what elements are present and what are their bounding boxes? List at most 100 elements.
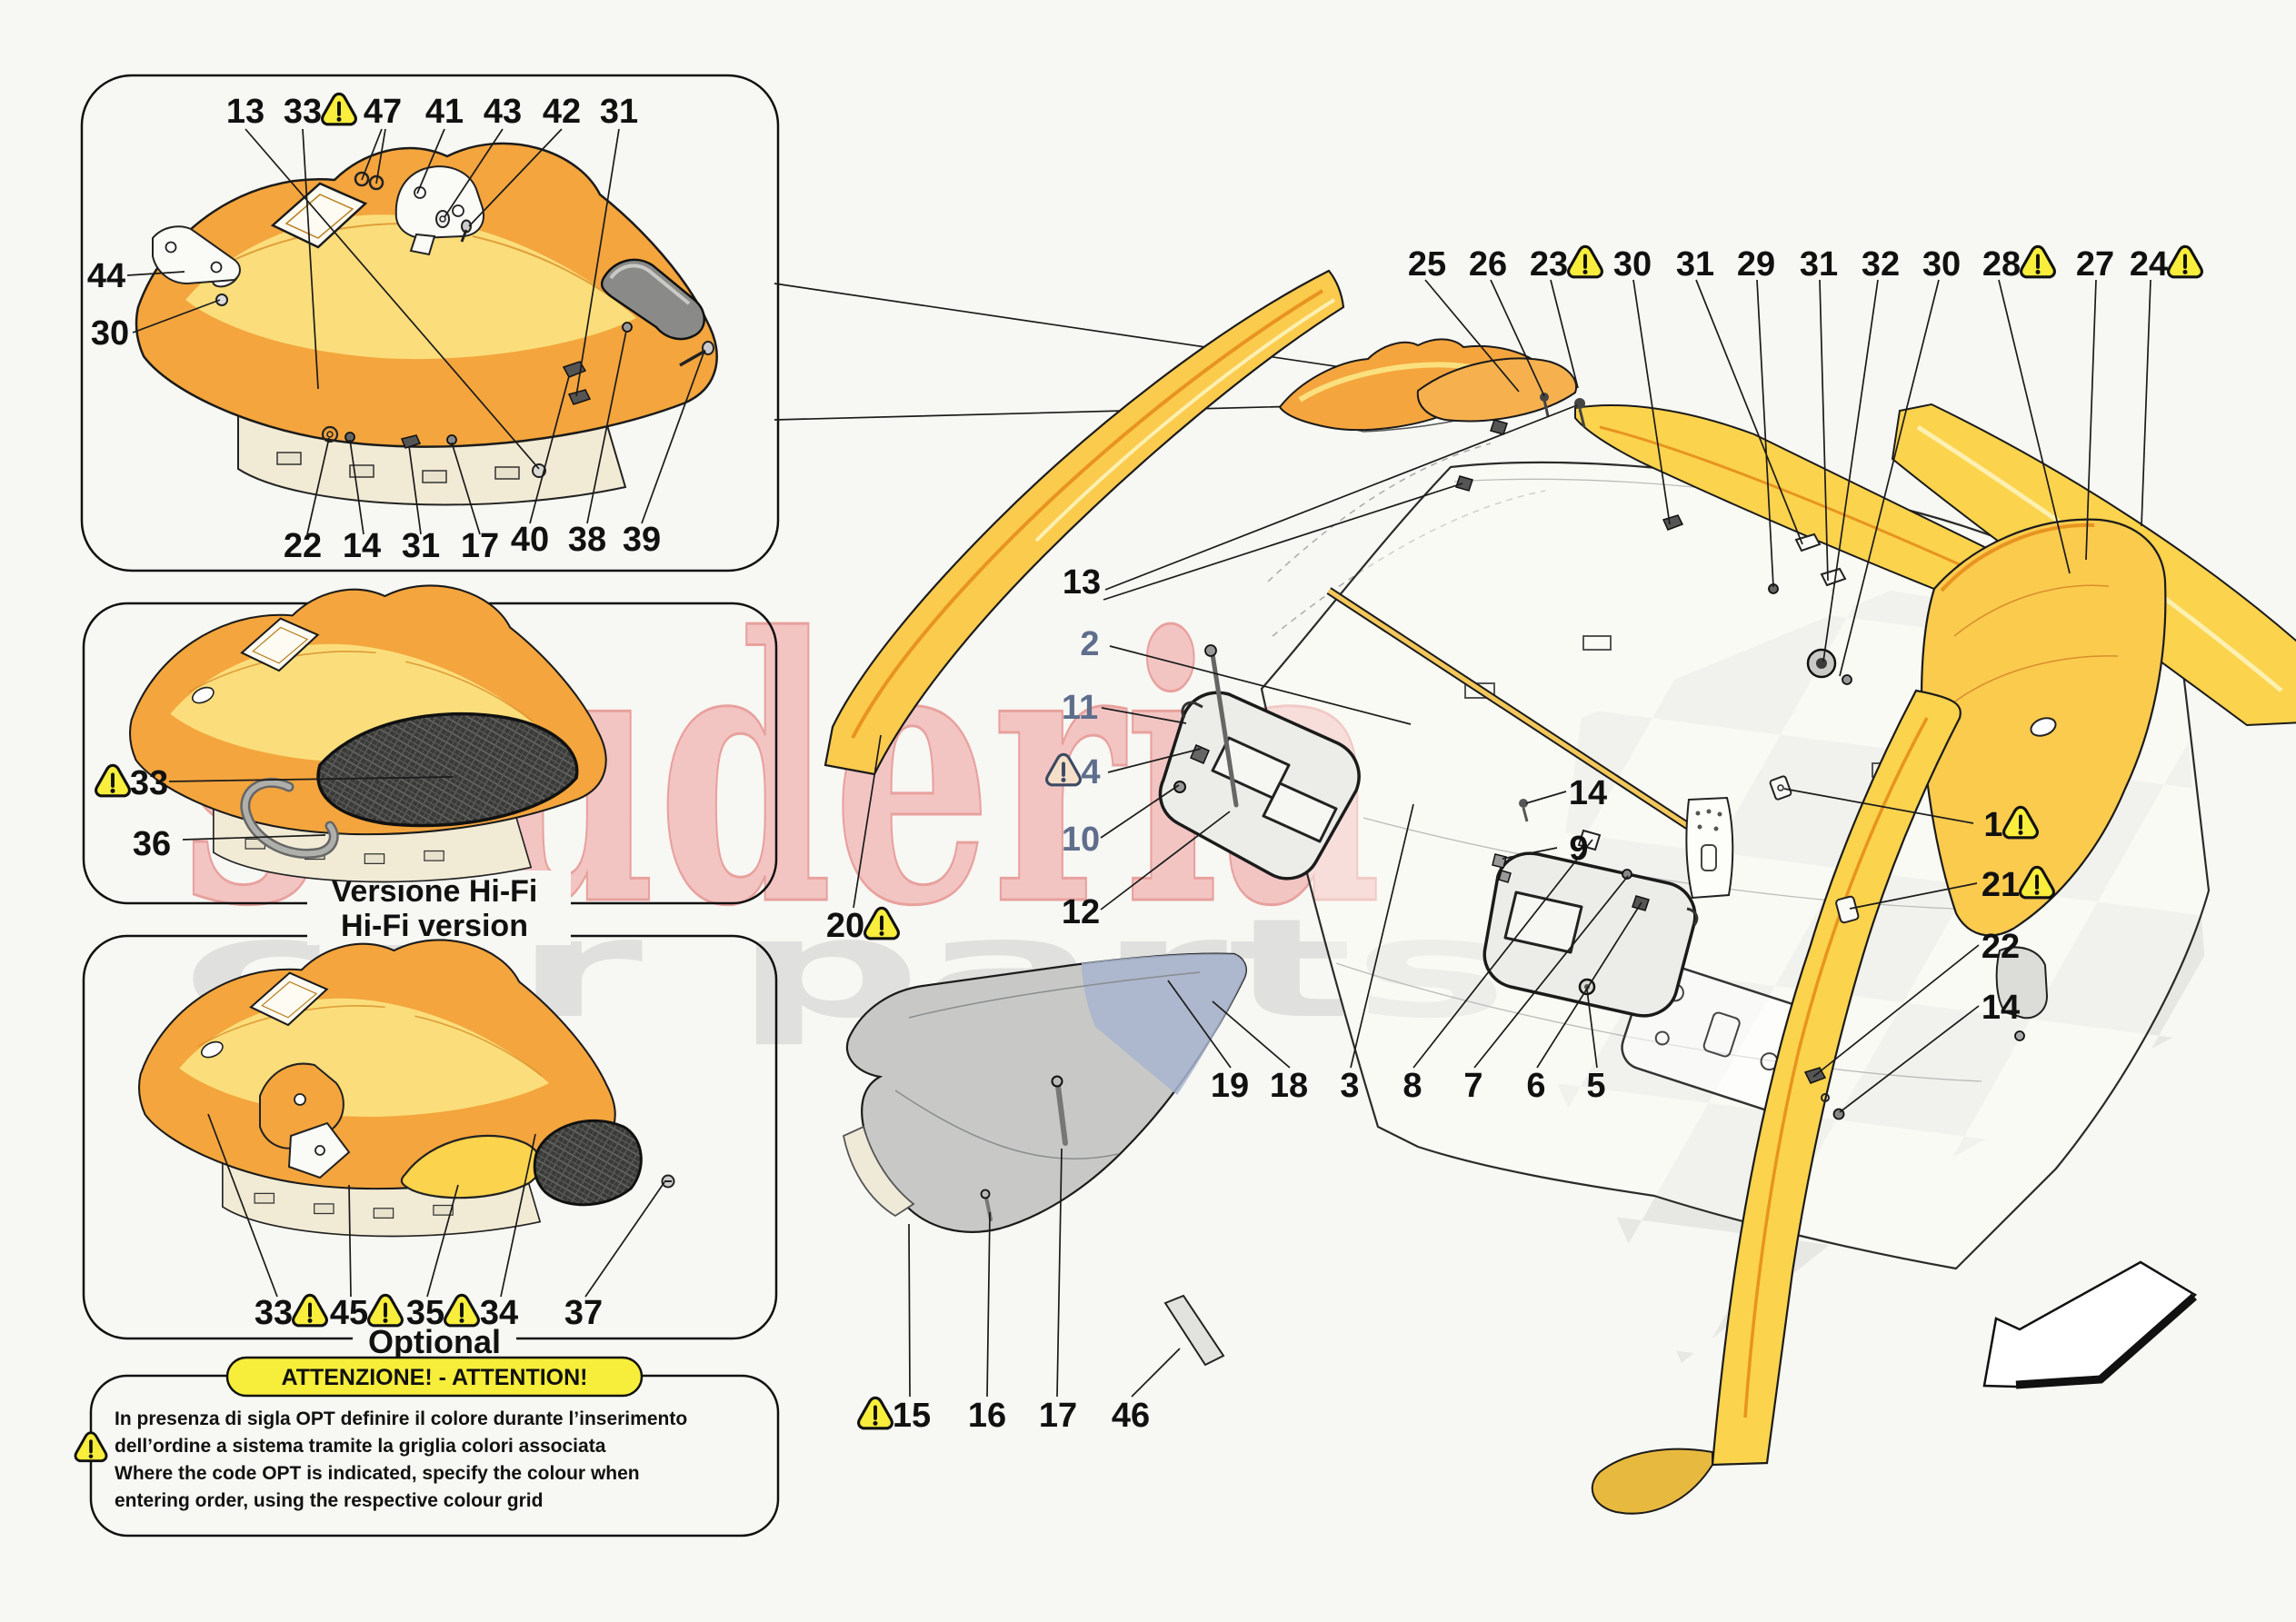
screw-37	[661, 1174, 675, 1189]
windshield-pillar-trim	[1591, 689, 1962, 1515]
inset-box-top	[80, 74, 780, 572]
sun-visor-1	[1158, 644, 1361, 881]
part-number-label: 25	[1408, 245, 1446, 284]
part-number-label: 17	[461, 527, 499, 565]
warning-triangle-icon	[2019, 244, 2057, 279]
part-number-label: 27	[2076, 245, 2114, 284]
warning-triangle-icon	[94, 763, 132, 798]
part-number-label: 37	[564, 1294, 603, 1332]
bracket-44	[152, 225, 241, 306]
part-number-label: 3	[1340, 1067, 1359, 1105]
part-number-label: 8	[1403, 1067, 1422, 1105]
part-number-label: 7	[1463, 1067, 1482, 1105]
part-number-label: 6	[1526, 1067, 1545, 1105]
part-number-label: 40	[511, 521, 549, 559]
hifi-caption-mask	[307, 871, 571, 945]
attention-warning-icon	[74, 1430, 108, 1463]
part-number-label: 11	[1062, 689, 1098, 727]
warning-triangle-icon	[366, 1293, 404, 1328]
gasket-rod-fill	[1327, 588, 1716, 846]
part-number-label: 39	[623, 521, 661, 559]
attention-pill	[225, 1356, 644, 1398]
trim-strip-35	[400, 1134, 543, 1199]
part-number-label: 14	[1982, 989, 2020, 1027]
box1-fasteners	[321, 361, 592, 478]
part-number-label: 12	[1062, 893, 1100, 931]
console-bracket	[1685, 796, 1734, 900]
strip-46	[1163, 1294, 1225, 1367]
main-diagram	[824, 269, 2296, 1515]
warning-triangle-icon	[320, 92, 358, 126]
part-number-label: 30	[1922, 245, 1961, 284]
b-pillar-trim	[842, 952, 1247, 1233]
part-number-label: 29	[1737, 245, 1775, 284]
part-number-label: 20	[826, 907, 864, 945]
part-number-label: 34	[480, 1294, 518, 1332]
part-number-label: 44	[87, 257, 125, 295]
part-number-label: 10	[1062, 821, 1100, 859]
part-number-label: 31	[1800, 245, 1838, 284]
part-number-label: 26	[1469, 245, 1507, 284]
grab-handle-39	[600, 258, 714, 367]
part-number-label: 32	[1862, 245, 1900, 284]
part-number-label: 15	[893, 1397, 931, 1435]
part-number-label: 42	[543, 93, 581, 131]
part-number-label: 30	[1613, 245, 1652, 284]
sun-visor-2	[1482, 829, 1699, 1018]
hifi-quarter-trim-assembly	[128, 584, 607, 883]
attention-line-1: In presenza di sigla OPT definire il col…	[115, 1408, 687, 1429]
part-number-label: 38	[568, 521, 606, 559]
part-number-label: 30	[91, 314, 129, 353]
speaker-mesh-grille	[316, 711, 579, 828]
part-number-label: 46	[1112, 1397, 1150, 1435]
hifi-caption-en: Hi-Fi version	[341, 909, 528, 943]
part-number-label: 19	[1211, 1067, 1249, 1105]
bracket-cluster-45	[259, 1062, 351, 1179]
warning-triangle-icon	[1566, 244, 1604, 279]
c-pillar-corner-trim	[1920, 518, 2167, 1041]
part-number-label: 31	[402, 527, 440, 565]
part-number-label: 22	[284, 527, 322, 565]
part-number-label: 36	[133, 825, 171, 863]
attention-line-4: entering order, using the respective col…	[115, 1490, 543, 1511]
part-number-label: 22	[1982, 928, 2020, 966]
part-number-label: 16	[968, 1397, 1006, 1435]
attention-line-3: Where the code OPT is indicated, specify…	[115, 1463, 640, 1484]
part-number-label: 18	[1270, 1067, 1308, 1105]
part-number-label: 13	[1063, 563, 1101, 602]
part-number-label: 31	[600, 93, 638, 131]
part-number-label: 5	[1586, 1067, 1605, 1105]
part-number-label: 14	[1569, 774, 1607, 812]
mesh-insert-34	[533, 1119, 643, 1207]
warning-triangle-icon	[443, 1293, 481, 1328]
retainer-rings-47	[354, 171, 384, 191]
part-number-label: 43	[484, 93, 522, 131]
part-number-label: 45	[330, 1294, 368, 1332]
part-number-label: 2	[1080, 625, 1099, 663]
part-number-label: 9	[1569, 830, 1588, 868]
gasket-ring-36	[240, 777, 339, 859]
part-number-label: 21	[1982, 866, 2020, 904]
direction-arrow	[1982, 1260, 2198, 1389]
part-number-label: 24	[2130, 245, 2168, 284]
headliner-fasteners	[1455, 398, 1586, 822]
part-number-label: 33	[130, 764, 168, 802]
optional-caption: Optional	[368, 1323, 501, 1360]
roof-frame-reference-lines	[1267, 443, 1546, 637]
a-pillar-trim	[824, 269, 1345, 776]
part-number-label: 33	[255, 1294, 293, 1332]
warning-triangle-icon	[291, 1293, 329, 1328]
part-number-label: 14	[343, 527, 381, 565]
attention-line-2: dell’ordine a sistema tramite la griglia…	[115, 1436, 606, 1457]
part-number-label: 47	[364, 93, 402, 131]
part-number-label: 1	[1983, 806, 2002, 844]
warning-triangle-icon	[2166, 244, 2204, 279]
part-number-label: 35	[406, 1294, 444, 1332]
part-number-label: 23	[1530, 245, 1568, 284]
bracket-41	[394, 165, 484, 256]
part-number-label: 17	[1039, 1397, 1077, 1435]
rear-header-trims	[1278, 338, 1578, 433]
attention-title: ATTENZIONE! - ATTENTION!	[282, 1365, 588, 1390]
